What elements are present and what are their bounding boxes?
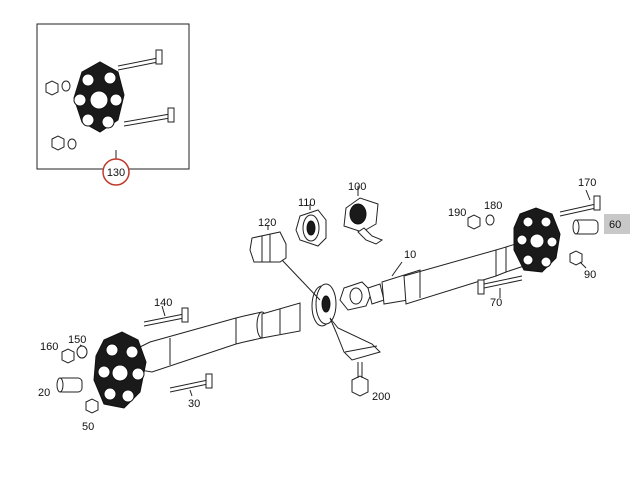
part-140-bolt <box>143 305 189 327</box>
label-200: 200 <box>372 391 390 403</box>
part-160-nut <box>61 348 75 364</box>
label-180: 180 <box>484 200 502 212</box>
part-100-bearing-mount <box>343 186 384 245</box>
label-60-highlight <box>604 214 630 234</box>
front-flex-disc <box>93 331 147 409</box>
label-90: 90 <box>584 269 596 281</box>
part-90-nut <box>569 250 583 266</box>
inset-flex-disc <box>73 61 125 133</box>
part-190-nut <box>467 214 481 230</box>
flex-disc-inset: 130 <box>36 23 190 186</box>
label-130: 130 <box>107 167 125 179</box>
part-50-nut <box>85 398 99 414</box>
part-150-washer <box>76 344 88 359</box>
label-50: 50 <box>82 421 94 433</box>
label-170: 170 <box>578 177 596 189</box>
label-30: 30 <box>188 398 200 410</box>
inset-nuts <box>45 80 77 151</box>
highlight-ring-130 <box>102 158 130 186</box>
part-120-boot <box>249 226 321 301</box>
prop-shaft-assembly <box>93 207 561 409</box>
label-20: 20 <box>38 387 50 399</box>
label-60: 60 <box>609 219 621 231</box>
part-110-bearing <box>295 204 327 247</box>
part-20-bushing <box>56 377 83 393</box>
center-bearing-bracket <box>311 283 381 361</box>
inset-bolt-lower <box>123 107 175 127</box>
label-70: 70 <box>490 297 502 309</box>
part-30-bolt <box>169 373 213 397</box>
part-200-bolt <box>351 362 369 397</box>
universal-joint <box>339 281 385 311</box>
rear-flex-disc <box>513 207 561 273</box>
rear-shaft-tube <box>381 241 525 305</box>
label-140: 140 <box>154 297 172 309</box>
label-190: 190 <box>448 207 466 219</box>
label-100: 100 <box>348 181 366 193</box>
label-160: 160 <box>40 341 58 353</box>
part-60-bushing <box>572 219 599 235</box>
front-shaft-tube <box>137 302 301 373</box>
label-110: 110 <box>298 197 316 209</box>
label-10: 10 <box>404 249 416 261</box>
part-70-bolt <box>477 275 523 295</box>
label-120: 120 <box>258 217 276 229</box>
label-150: 150 <box>68 334 86 346</box>
inset-bolt-upper <box>117 49 163 71</box>
part-170-bolt <box>559 195 601 217</box>
part-180-washer <box>485 214 495 226</box>
